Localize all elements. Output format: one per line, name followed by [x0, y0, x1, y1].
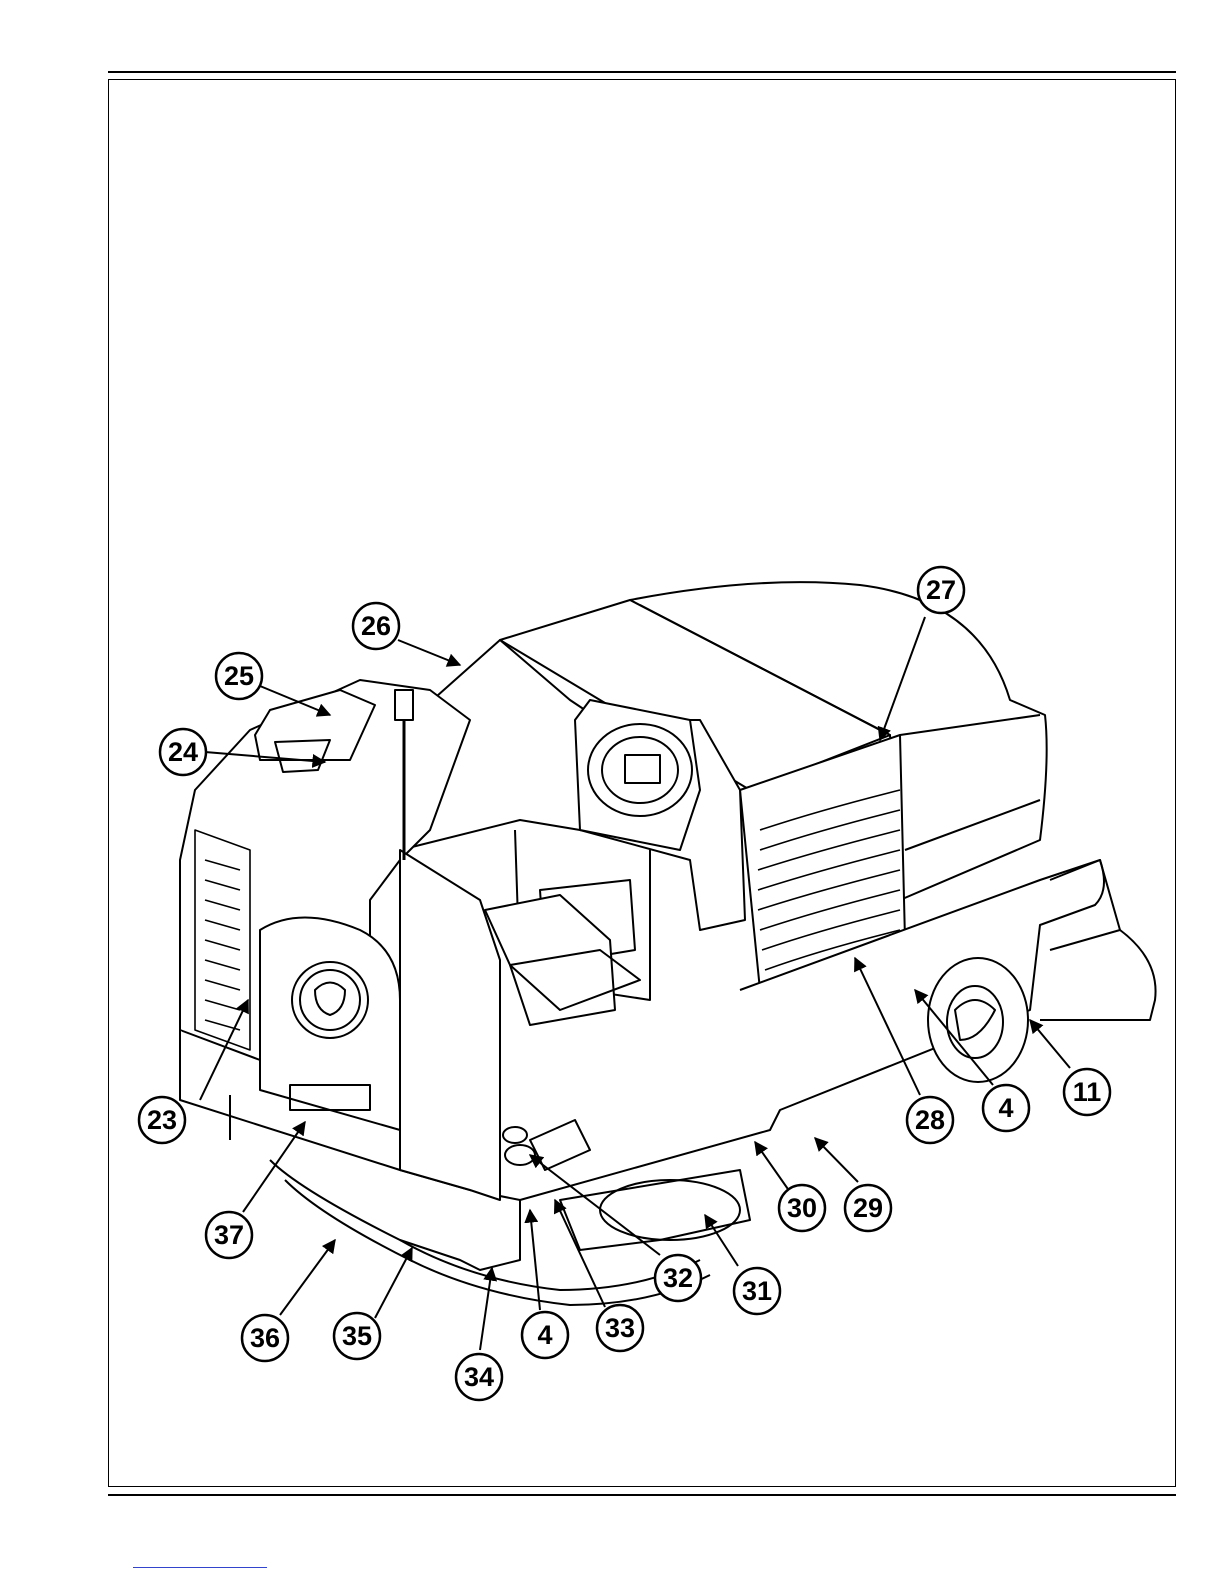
callout-label-25: 25 — [224, 661, 254, 691]
callout-label-4-left: 4 — [537, 1320, 552, 1350]
callout-label-4-right: 4 — [998, 1093, 1013, 1123]
callout-29: 29 — [845, 1185, 891, 1231]
callout-4-left: 4 — [522, 1312, 568, 1358]
callout-30: 30 — [779, 1185, 825, 1231]
callout-label-31: 31 — [742, 1276, 772, 1306]
callout-25: 25 — [216, 653, 262, 699]
callout-26: 26 — [353, 603, 399, 649]
callout-label-32: 32 — [663, 1263, 693, 1293]
callout-32: 32 — [655, 1255, 701, 1301]
callout-label-26: 26 — [361, 611, 391, 641]
callout-label-34: 34 — [464, 1362, 494, 1392]
callout-36: 36 — [242, 1315, 288, 1361]
callout-23: 23 — [139, 1097, 185, 1143]
callout-label-11: 11 — [1073, 1077, 1102, 1107]
callout-11: 11 — [1064, 1069, 1110, 1115]
callout-35: 35 — [334, 1313, 380, 1359]
callout-label-27: 27 — [926, 575, 956, 605]
callout-37: 37 — [206, 1212, 252, 1258]
callout-24: 24 — [160, 729, 206, 775]
callout-label-29: 29 — [853, 1193, 883, 1223]
callout-4-right: 4 — [983, 1085, 1029, 1131]
callout-label-35: 35 — [342, 1321, 372, 1351]
callout-label-37: 37 — [214, 1220, 244, 1250]
callout-33: 33 — [597, 1305, 643, 1351]
callout-label-23: 23 — [147, 1105, 177, 1135]
callout-label-36: 36 — [250, 1323, 280, 1353]
callout-31: 31 — [734, 1268, 780, 1314]
callout-label-33: 33 — [605, 1313, 635, 1343]
callout-28: 28 — [907, 1097, 953, 1143]
callout-34: 34 — [456, 1354, 502, 1400]
callout-27: 27 — [918, 567, 964, 613]
callout-label-24: 24 — [168, 737, 198, 767]
callout-label-28: 28 — [915, 1105, 945, 1135]
callout-label-30: 30 — [787, 1193, 817, 1223]
